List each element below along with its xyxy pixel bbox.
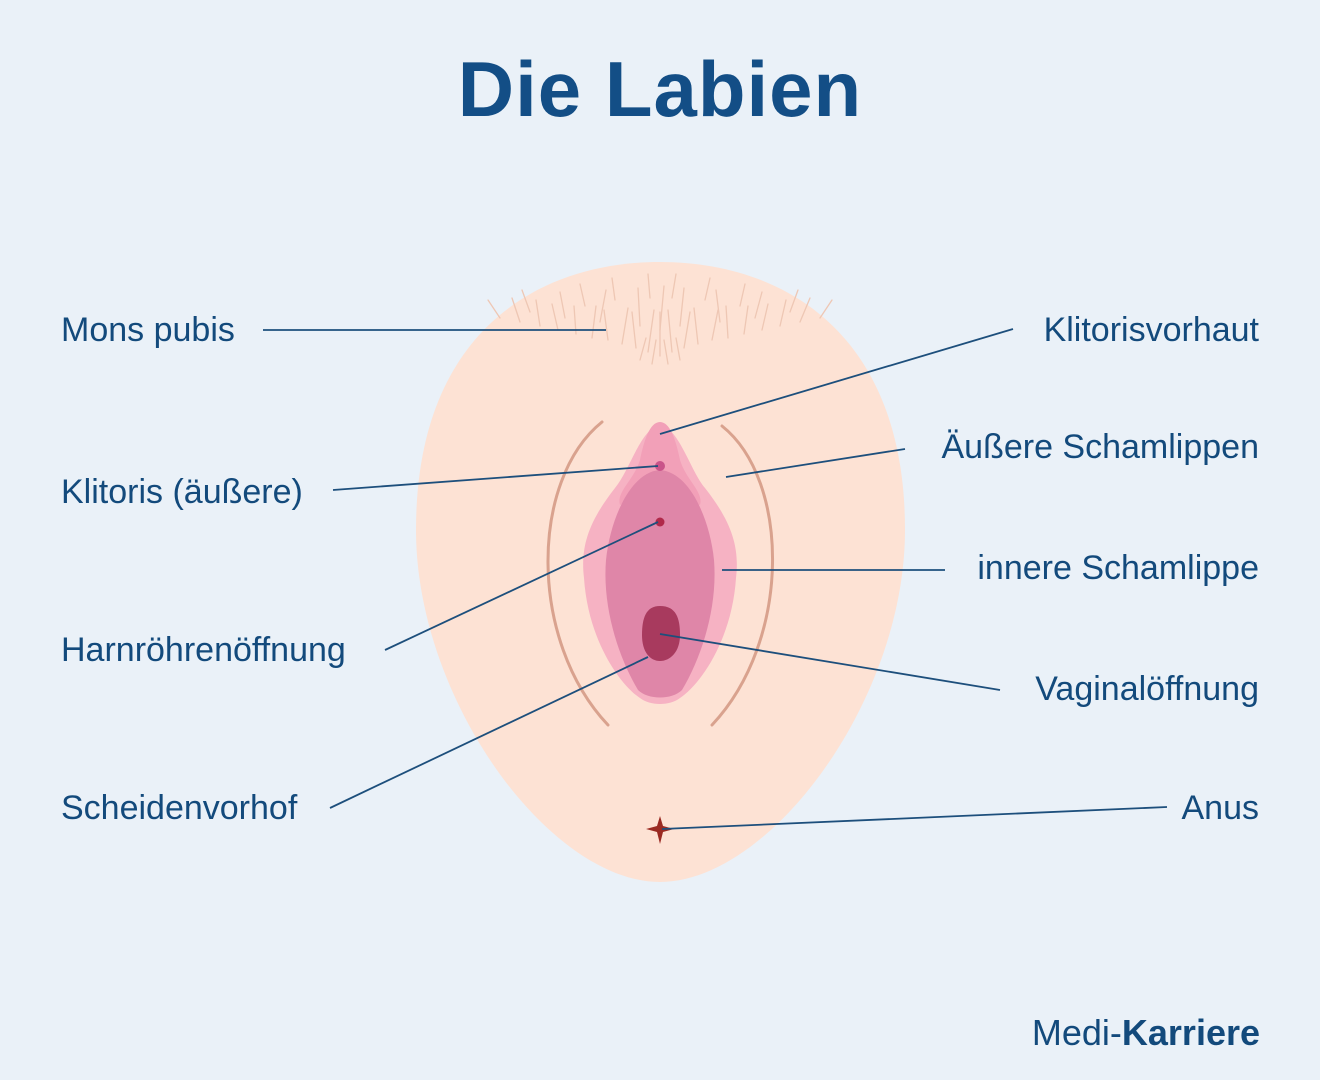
pubic-hair bbox=[487, 273, 833, 365]
page-title: Die Labien bbox=[457, 45, 863, 133]
vestibule bbox=[605, 470, 715, 698]
outer-labia-crease-left bbox=[546, 420, 610, 727]
leader-aeussere-schamlippen bbox=[725, 448, 906, 478]
label-aeussere-schamlippen: Äußere Schamlippen bbox=[941, 428, 1259, 466]
leader-vaginaloeffnung bbox=[659, 633, 1001, 691]
label-harnroehrenoeffnung: Harnröhrenöffnung bbox=[61, 631, 346, 669]
label-scheidenvorhof: Scheidenvorhof bbox=[61, 789, 298, 827]
leader-klitoris bbox=[332, 465, 659, 491]
label-klitorisvorhaut: Klitorisvorhaut bbox=[1043, 311, 1259, 349]
clitoris-glans bbox=[655, 461, 665, 471]
leader-anus bbox=[661, 806, 1168, 830]
label-anus: Anus bbox=[1181, 789, 1260, 827]
leader-scheidenvorhof bbox=[329, 656, 649, 809]
label-mons-pubis: Mons pubis bbox=[61, 311, 235, 349]
label-vaginaloeffnung: Vaginalöffnung bbox=[1035, 670, 1259, 708]
brand-logo: Medi-Karriere bbox=[1032, 1012, 1260, 1054]
leader-lines bbox=[263, 328, 1168, 830]
outer-labia-crease-right bbox=[710, 424, 774, 727]
label-innere-schamlippe: innere Schamlippe bbox=[977, 549, 1259, 587]
urethral-opening bbox=[655, 517, 665, 527]
leader-klitorisvorhaut bbox=[659, 328, 1014, 435]
brand-part2: Karriere bbox=[1121, 1012, 1260, 1053]
label-klitoris: Klitoris (äußere) bbox=[61, 473, 303, 511]
brand-part1: Medi- bbox=[1031, 1012, 1122, 1053]
anus-mark bbox=[646, 816, 674, 844]
leader-harnroehrenoeffnung bbox=[384, 521, 659, 651]
